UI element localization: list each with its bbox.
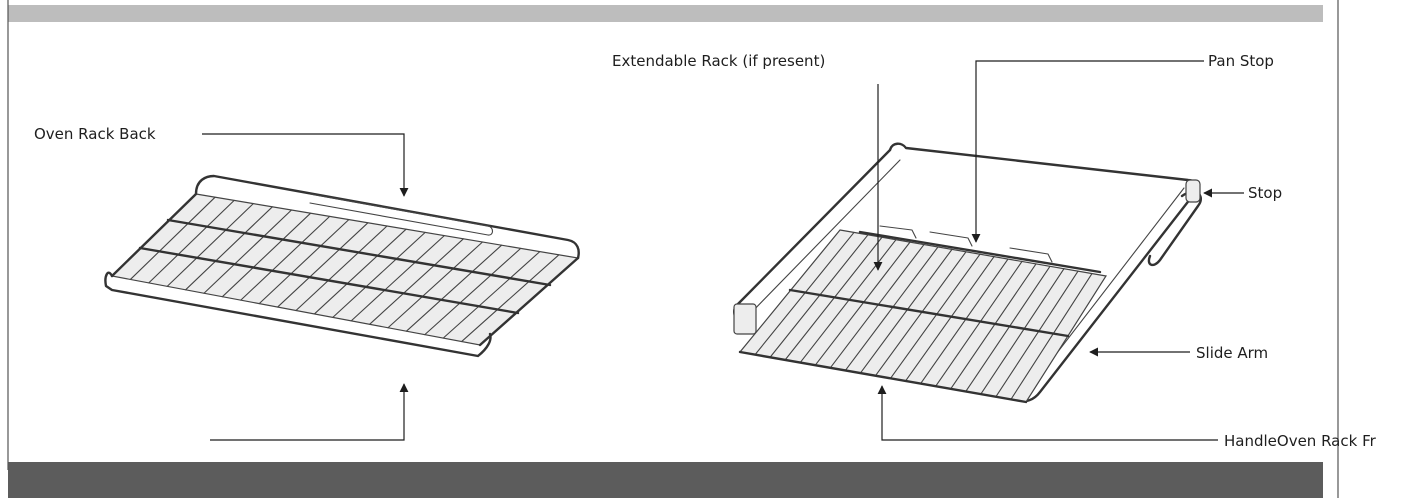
label-pan-stop: Pan Stop: [1208, 52, 1274, 70]
stop-knob: [1185, 179, 1201, 203]
rack-wire: [129, 196, 216, 281]
rack-wire: [829, 243, 925, 369]
rack-wire: [995, 270, 1079, 398]
rack-wire: [221, 212, 312, 298]
rack-wire: [350, 235, 445, 322]
label-oven-rack-back: Oven Rack Back: [34, 125, 156, 143]
rack-wire: [1010, 273, 1093, 400]
rack-wire: [313, 228, 407, 315]
rack-wire: [369, 238, 464, 325]
rack-wire: [950, 263, 1037, 390]
rack-wire: [203, 209, 293, 294]
rack-wire: [844, 246, 939, 371]
rack-wire: [332, 231, 426, 318]
rack-wire: [405, 244, 503, 332]
slide-rail-left: [733, 303, 757, 335]
rack-wire: [258, 219, 350, 305]
rack-wire: [442, 251, 541, 339]
rack-wire: [784, 236, 883, 361]
rack-wire: [424, 247, 522, 336]
label-extendable-rack: Extendable Rack (if present): [612, 52, 825, 70]
rack-wire: [980, 268, 1065, 395]
rack-wire: [905, 256, 995, 382]
leader-pan-stop: [971, 60, 1204, 243]
rack-wire: [920, 258, 1009, 385]
leader-oven-rack-front: [210, 383, 409, 441]
rack-wire: [277, 222, 369, 308]
rack-wire: [799, 239, 897, 364]
leader-oven-rack-back: [202, 133, 409, 197]
rack-wire: [965, 265, 1051, 393]
rack-wire: [874, 251, 967, 377]
rack-wire: [814, 241, 911, 366]
label-handle-front: HandleOven Rack Fr: [1224, 432, 1377, 450]
right-callouts: Extendable Rack (if present) Pan Stop St…: [612, 52, 1377, 450]
top-bar: [8, 5, 1323, 22]
rack-wire: [859, 248, 953, 374]
rack-wire: [889, 253, 981, 379]
bottom-bar: [8, 462, 1323, 498]
leader-handle-front: [877, 385, 1218, 441]
rack-wire: [185, 206, 273, 291]
rack-wire: [166, 203, 254, 287]
rack-wire: [240, 215, 331, 301]
rack-wire: [387, 241, 484, 329]
rack-wire: [295, 225, 388, 312]
rack-wire: [148, 199, 235, 284]
label-slide-arm: Slide Arm: [1196, 344, 1268, 362]
rack-wire: [769, 234, 869, 358]
label-stop: Stop: [1248, 184, 1282, 202]
standard-oven-rack: [104, 174, 580, 358]
left-callouts: Oven Rack Back: [34, 125, 409, 441]
rack-wire: [935, 260, 1023, 387]
rack-wire: [461, 254, 560, 343]
extendable-oven-rack: [733, 142, 1203, 404]
